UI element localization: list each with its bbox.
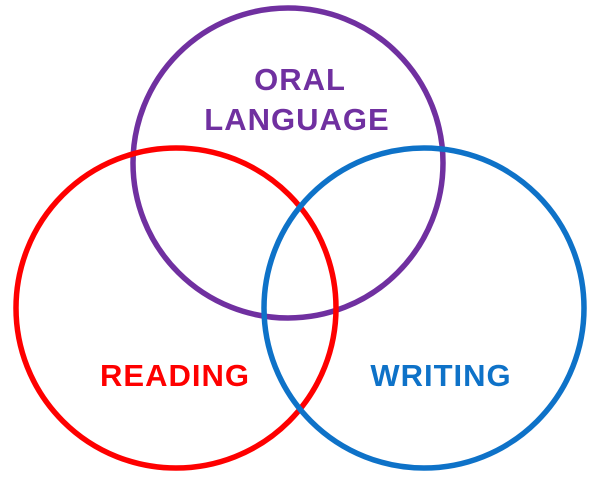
oral-language-label-line2: LANGUAGE: [204, 102, 389, 137]
reading-label: READING: [100, 358, 250, 393]
writing-label: WRITING: [370, 358, 511, 393]
oral-language-circle: [130, 5, 446, 321]
reading-circle: [13, 145, 339, 471]
oral-language-label-line1: ORAL: [254, 62, 346, 97]
writing-circle: [261, 145, 587, 471]
